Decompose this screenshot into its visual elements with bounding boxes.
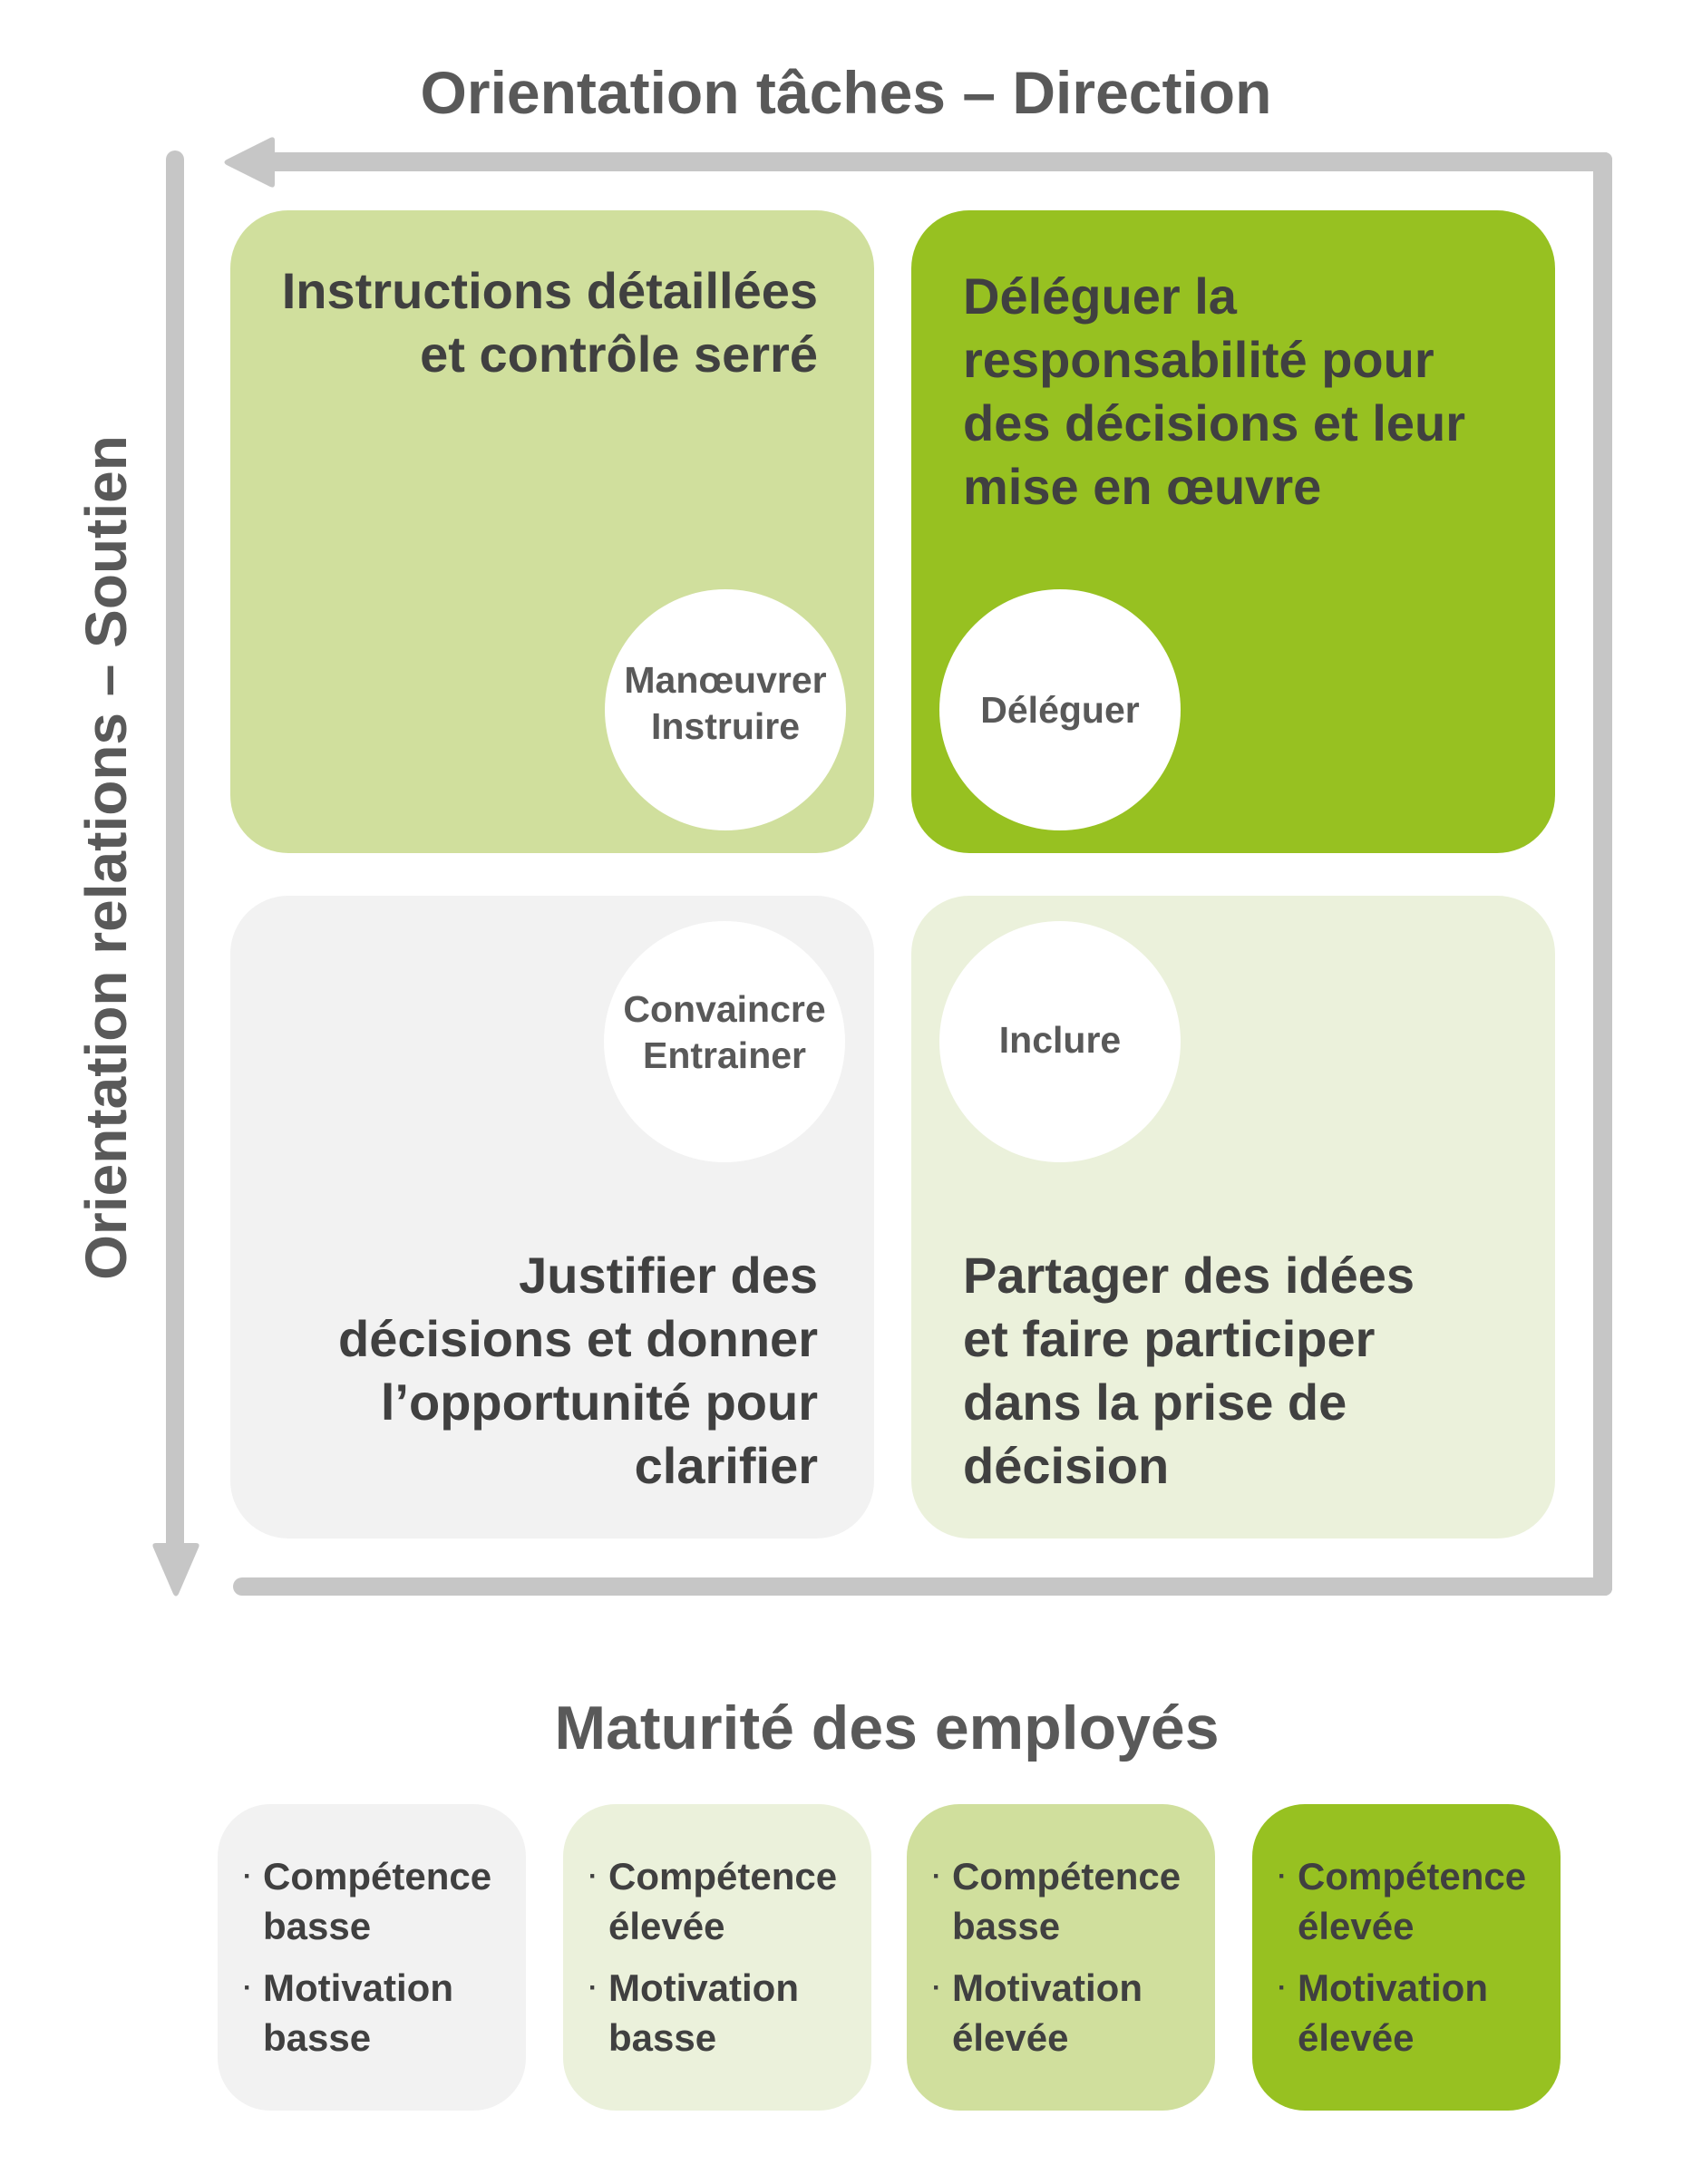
- motivation-text: Motivation basse: [263, 1966, 453, 2059]
- motivation-text: Motivation basse: [608, 1966, 799, 2059]
- leadership-style-label: Convaincre Entrainer: [623, 988, 826, 1076]
- competence-item: · Compétence basse: [932, 1851, 1181, 1951]
- maturity-card-2: · Compétence élevée · Motivation basse: [563, 1804, 871, 2111]
- bullet-icon: ·: [1278, 1861, 1287, 1891]
- competence-item: · Compétence élevée: [588, 1851, 837, 1951]
- relationship-orientation-axis-title: Orientation relations – Soutien: [73, 435, 139, 1280]
- quadrant-bottom-left: Convaincre Entrainer Justifier des décis…: [230, 896, 874, 1539]
- competence-text: Compétence élevée: [608, 1855, 838, 1947]
- motivation-text: Motivation élevée: [1298, 1966, 1488, 2059]
- competence-item: · Compétence basse: [243, 1851, 491, 1951]
- quadrant-top-right: Déléguer la responsabilité pour des déci…: [911, 210, 1555, 853]
- arrow-down-icon: [152, 1543, 199, 1597]
- motivation-item: · Motivation basse: [243, 1963, 453, 2063]
- bullet-icon: ·: [588, 1861, 598, 1891]
- bullet-icon: ·: [932, 1861, 941, 1891]
- maturity-card-3: · Compétence basse · Motivation élevée: [907, 1804, 1215, 2111]
- leadership-style-circle: Inclure: [939, 921, 1181, 1162]
- quadrant-description: Justifier des décisions et donner l’oppo…: [338, 1247, 818, 1494]
- employee-maturity-title: Maturité des employés: [554, 1694, 1220, 1762]
- quadrant-description: Instructions détaillées et contrôle serr…: [281, 262, 818, 383]
- quadrant-description: Partager des idées et faire participer d…: [963, 1247, 1415, 1494]
- competence-text: Compétence basse: [263, 1855, 492, 1947]
- side-axis-shaft: [166, 150, 184, 1551]
- competence-item: · Compétence élevée: [1278, 1851, 1526, 1951]
- bullet-icon: ·: [588, 1973, 598, 2003]
- leadership-style-label: Inclure: [998, 1019, 1122, 1061]
- bullet-icon: ·: [932, 1973, 941, 2003]
- competence-text: Compétence basse: [952, 1855, 1181, 1947]
- task-orientation-axis-title: Orientation tâches – Direction: [420, 59, 1272, 126]
- bottom-axis-bar: [233, 1577, 1612, 1596]
- quadrant-top-left: Instructions détaillées et contrôle serr…: [230, 210, 874, 853]
- quadrant-description: Déléguer la responsabilité pour des déci…: [963, 267, 1465, 515]
- leadership-style-circle: Convaincre Entrainer: [604, 921, 845, 1162]
- motivation-text: Motivation élevée: [952, 1966, 1143, 2059]
- motivation-item: · Motivation élevée: [932, 1963, 1143, 2063]
- maturity-card-4: · Compétence élevée · Motivation élevée: [1252, 1804, 1561, 2111]
- bullet-icon: ·: [243, 1973, 252, 2003]
- leadership-style-circle: Déléguer: [939, 589, 1181, 830]
- quadrant-bottom-right: Inclure Partager des idées et faire part…: [911, 896, 1555, 1539]
- leadership-style-label: Déléguer: [980, 688, 1140, 731]
- leadership-style-label: Manœuvrer Instruire: [624, 659, 827, 747]
- motivation-item: · Motivation élevée: [1278, 1963, 1488, 2063]
- top-axis-shaft: [270, 152, 1612, 171]
- right-axis-bar: [1593, 152, 1612, 1596]
- maturity-card-1: · Compétence basse · Motivation basse: [218, 1804, 526, 2111]
- motivation-item: · Motivation basse: [588, 1963, 799, 2063]
- bullet-icon: ·: [243, 1861, 252, 1891]
- competence-text: Compétence élevée: [1298, 1855, 1527, 1947]
- arrow-left-icon: [224, 137, 275, 188]
- leadership-style-circle: Manœuvrer Instruire: [605, 589, 846, 830]
- bullet-icon: ·: [1278, 1973, 1287, 2003]
